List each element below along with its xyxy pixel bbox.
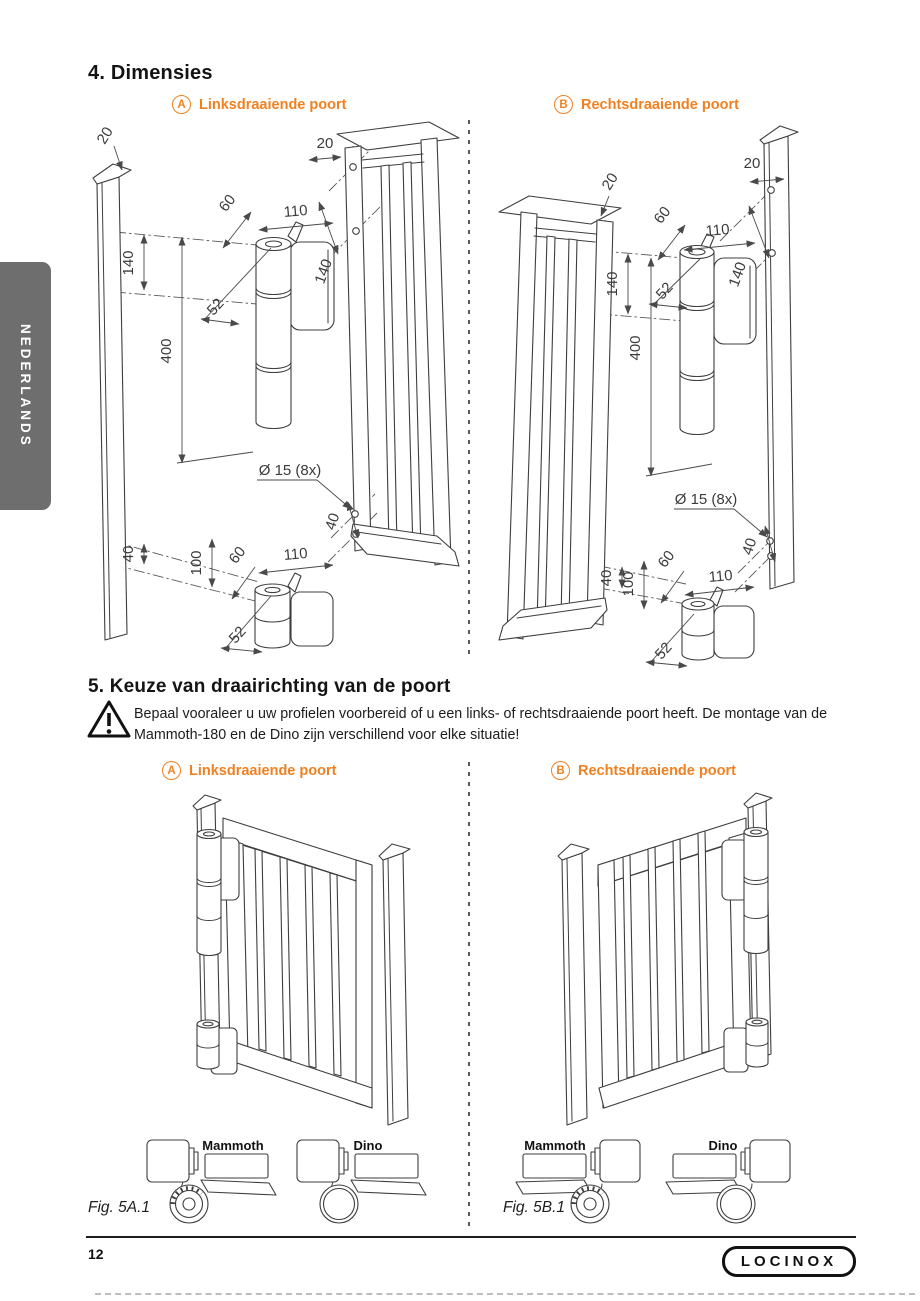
dim-140-label: 140 [120,250,137,275]
dim-60-label: 60 [226,543,250,567]
section4-variant-a: A Linksdraaiende poort [172,95,346,114]
dim-400-label: 400 [627,335,644,360]
hinge-bottom [254,572,334,649]
latch-post [557,843,590,1126]
warning-text: Bepaal vooraleer u uw profielen voorbere… [134,704,874,746]
technical-drawing-4b: 20 20 60 110 140 400 52 140 Ø 15 (8x) 40 [498,125,799,669]
dim-40-label: 40 [120,546,137,563]
dim-60-label: 60 [651,203,675,227]
dim-20-label: 20 [317,135,334,152]
dim-52-label: 52 [652,639,676,663]
section4-variant-b: B Rechtsdraaiende poort [554,95,739,114]
post-left [92,163,132,641]
dim-40-label: 40 [322,511,343,532]
hinge-top [196,828,240,957]
gate-frame [336,121,460,567]
mammoth-label: Mammoth [524,1138,585,1153]
mammoth-diagram: Mammoth [515,1138,641,1224]
section4-title: 4. Dimensies [88,62,213,84]
dim-dia15-label: Ø 15 (8x) [675,491,738,508]
hinge-type-diagram-5a: Mammoth Dino [146,1138,427,1224]
gate-drawing-5b [557,792,773,1126]
fig-caption-5b: Fig. 5B.1 [503,1199,566,1216]
page-edge-dash [95,1293,915,1295]
section5-variant-a: A Linksdraaiende poort [162,761,336,780]
dim-400-label: 400 [158,338,175,363]
variant-a-label: Linksdraaiende poort [189,762,337,779]
dino-diagram: Dino [665,1138,791,1224]
post-right [759,125,799,590]
section5-title: 5. Keuze van draairichting van de poort [88,676,451,697]
gate-frame [498,195,622,641]
hinge-top [679,233,757,436]
dino-label: Dino [709,1138,738,1153]
variant-b-label: Rechtsdraaiende poort [578,762,736,779]
dim-110-label: 110 [283,545,308,564]
dim-dia15-label: Ø 15 (8x) [259,462,322,479]
language-tab: NEDERLANDS [0,262,51,510]
dim-20-label: 20 [744,155,761,172]
variant-a-badge: A [172,95,191,114]
section5-variant-b: B Rechtsdraaiende poort [551,761,736,780]
dim-60-label: 60 [216,191,240,215]
mammoth-label: Mammoth [202,1138,263,1153]
footer-rule [86,1236,856,1238]
dim-100-label: 100 [620,571,637,596]
dino-diagram: Dino [296,1138,427,1224]
gate-frame [222,817,373,1109]
dino-label: Dino [354,1138,383,1153]
variant-b-badge: B [554,95,573,114]
dim-52-label: 52 [653,279,677,303]
hinge-top [255,221,335,430]
hinge-bottom [723,1017,769,1073]
dim-40-label: 40 [598,570,615,587]
dim-20-label: 20 [94,124,117,147]
hinge-bottom [196,1019,238,1075]
dim-110-label: 110 [283,202,308,221]
warning-icon [87,700,131,738]
gate-drawing-5a [192,794,411,1126]
hinge-type-diagram-5b: Mammoth Dino [515,1138,791,1224]
page-number: 12 [88,1246,104,1262]
dim-40-label: 40 [739,536,760,557]
dim-110-label: 110 [708,567,733,586]
technical-drawing-4a: 20 20 60 110 140 400 52 140 Ø 15 (8x) 40 [92,121,460,655]
dim-60-label: 60 [655,547,679,571]
fig-caption-5a: Fig. 5A.1 [88,1199,151,1216]
mammoth-diagram: Mammoth [146,1138,277,1224]
variant-b-badge: B [551,761,570,780]
dim-140-label: 140 [604,271,621,296]
variant-a-label: Linksdraaiende poort [199,96,347,113]
locinox-logo: LOCINOX [722,1246,856,1277]
latch-post [378,843,411,1126]
dim-110-label: 110 [705,221,730,240]
dim-20-label: 20 [599,170,622,193]
dimensions: 20 20 60 110 140 400 52 140 Ø 15 (8x) 40 [94,124,360,655]
dim-100-label: 100 [188,550,205,575]
language-tab-label: NEDERLANDS [18,324,33,448]
column-divider-top [468,120,470,658]
variant-b-label: Rechtsdraaiende poort [581,96,739,113]
warning-line-2: Mammoth-180 en de Dino zijn verschillend… [134,727,520,743]
hinge-bottom [681,586,755,661]
variant-a-badge: A [162,761,181,780]
warning-line-1: Bepaal vooraleer u uw profielen voorbere… [134,706,828,722]
hinge-top [721,826,769,955]
column-divider-bottom [468,762,470,1232]
